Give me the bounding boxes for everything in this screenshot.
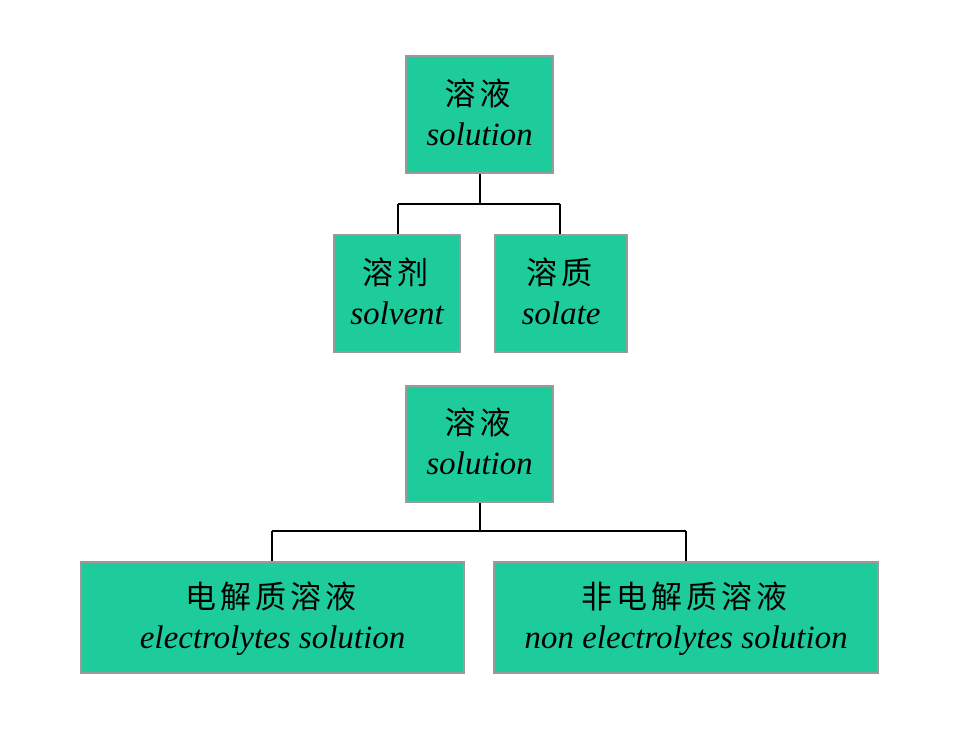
node-label-en: solution xyxy=(426,116,533,153)
node-label-cn: 溶剂 xyxy=(362,255,432,291)
node-label-cn: 电解质溶液 xyxy=(185,579,360,615)
node-label-en: solution xyxy=(426,446,533,482)
node-solution-root-1: 溶液 solution xyxy=(405,55,554,174)
node-electrolytes-solution: 电解质溶液 electrolytes solution xyxy=(80,561,465,674)
node-solute: 溶质 solate xyxy=(494,234,628,353)
node-label-cn: 溶液 xyxy=(444,76,515,112)
node-label-en: solvent xyxy=(350,295,444,332)
node-label-en: electrolytes solution xyxy=(139,619,406,656)
node-solution-root-2: 溶液 solution xyxy=(405,385,554,503)
node-label-cn: 溶液 xyxy=(444,406,515,441)
node-label-cn: 溶质 xyxy=(526,255,596,291)
node-solvent: 溶剂 solvent xyxy=(333,234,461,353)
node-label-cn: 非电解质溶液 xyxy=(581,579,791,615)
node-non-electrolytes-solution: 非电解质溶液 non electrolytes solution xyxy=(493,561,879,674)
tree1-connectors xyxy=(397,174,561,234)
node-label-en: solate xyxy=(521,295,601,332)
tree2-connectors xyxy=(271,503,687,561)
node-label-en: non electrolytes solution xyxy=(524,619,848,656)
